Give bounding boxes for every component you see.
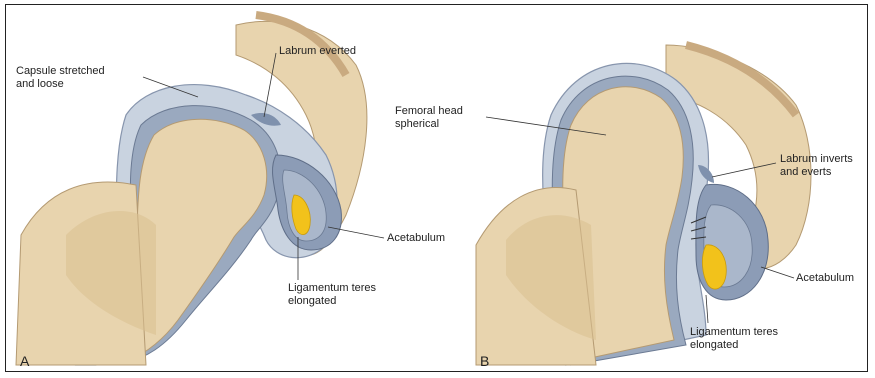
- label-acetabulum-b: Acetabulum: [796, 272, 854, 285]
- label-labrum-everted: Labrum everted: [279, 45, 356, 58]
- label-labrum-inverts: Labrum inverts and everts: [780, 153, 853, 179]
- label-femoral-head-spherical: Femoral head spherical: [395, 105, 463, 131]
- panel-b-drawing: [476, 45, 811, 365]
- label-ligamentum-a: Ligamentum teres elongated: [288, 282, 376, 308]
- panel-b-letter: B: [480, 353, 489, 369]
- figure-frame: Capsule stretched and loose Labrum evert…: [5, 4, 868, 372]
- label-ligamentum-b: Ligamentum teres elongated: [690, 326, 778, 352]
- hip-joint-illustration: [6, 5, 868, 372]
- panel-a-letter: A: [20, 353, 29, 369]
- label-acetabulum-a: Acetabulum: [387, 232, 445, 245]
- label-capsule-stretched: Capsule stretched and loose: [16, 65, 105, 91]
